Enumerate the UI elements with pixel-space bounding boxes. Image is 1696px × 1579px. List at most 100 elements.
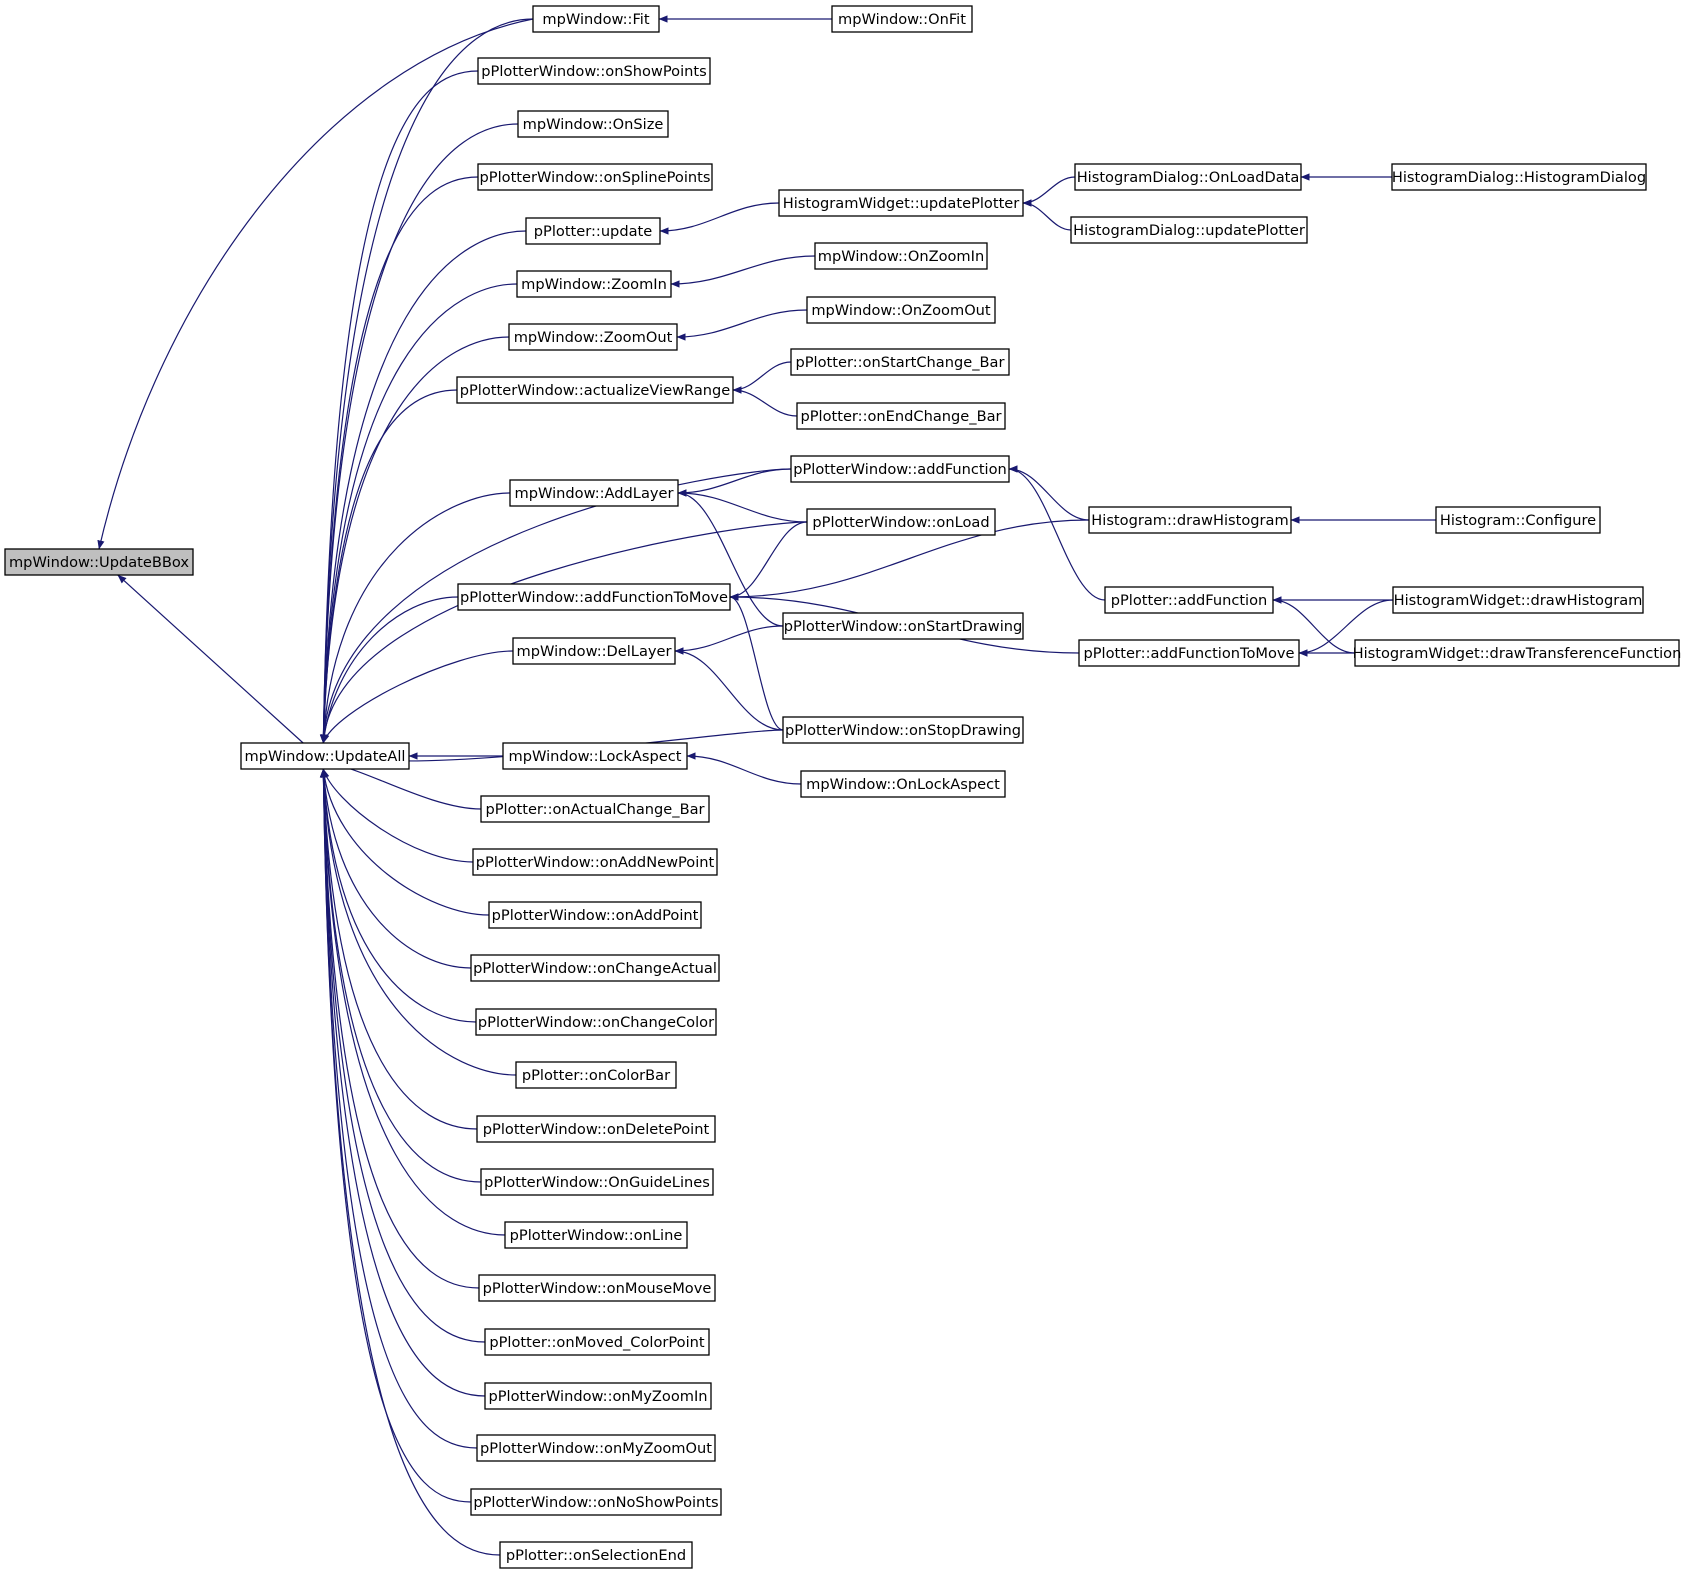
node-box (790, 455, 1010, 483)
node-box (504, 1221, 688, 1249)
node-h-draw-histogram[interactable]: Histogram::drawHistogram (1088, 506, 1292, 534)
node-on-lock-aspect[interactable]: mpWindow::OnLockAspect (800, 770, 1006, 798)
edge-h-draw-histogram-to-ppw-add-function (1008, 465, 1090, 521)
node-label: Histogram::drawHistogram (1091, 512, 1288, 529)
node-box (806, 296, 996, 324)
node-on-zoom-in[interactable]: mpWindow::OnZoomIn (814, 242, 988, 270)
node-on-load[interactable]: pPlotterWindow::onLoad (806, 508, 996, 536)
edge-on-start-drawing-to-del-layer (674, 625, 784, 655)
node-on-start-drawing[interactable]: pPlotterWindow::onStartDrawing (782, 612, 1024, 640)
node-label: pPlotterWindow::onShowPoints (481, 63, 706, 80)
node-box (476, 1115, 716, 1143)
edge-on-size-to-update-all (319, 123, 519, 744)
node-box (502, 742, 688, 770)
node-on-stop-drawing[interactable]: pPlotterWindow::onStopDrawing (782, 716, 1024, 744)
node-box (814, 242, 988, 270)
node-box (778, 189, 1024, 217)
node-on-size[interactable]: mpWindow::OnSize (517, 110, 669, 138)
node-on-add-new-point[interactable]: pPlotterWindow::onAddNewPoint (472, 848, 718, 876)
node-ppw-add-function-to-move[interactable]: pPlotterWindow::addFunctionToMove (457, 583, 731, 611)
node-on-my-zoom-out[interactable]: pPlotterWindow::onMyZoomOut (476, 1434, 716, 1462)
node-label: pPlotterWindow::onChangeColor (478, 1014, 714, 1031)
node-label: mpWindow::Fit (542, 11, 649, 28)
node-pp-add-function[interactable]: pPlotter::addFunction (1104, 586, 1274, 614)
edge-pp-add-function-to-ppw-add-function (1008, 465, 1106, 601)
edge-h-draw-histogram-to-ppw-add-function-to-move (729, 519, 1090, 601)
edge-on-guide-lines-to-update-all (319, 768, 482, 1183)
node-pplotter-update[interactable]: pPlotter::update (525, 217, 661, 245)
node-on-change-color[interactable]: pPlotterWindow::onChangeColor (475, 1008, 717, 1036)
node-on-color-bar[interactable]: pPlotter::onColorBar (515, 1061, 677, 1089)
node-fit[interactable]: mpWindow::Fit (532, 5, 660, 33)
node-actualize-view-range[interactable]: pPlotterWindow::actualizeViewRange (456, 376, 734, 404)
node-on-selection-end[interactable]: pPlotter::onSelectionEnd (499, 1541, 693, 1569)
node-label: HistogramDialog::OnLoadData (1077, 169, 1300, 186)
edge-ppw-add-function-to-add-layer (677, 468, 792, 497)
node-on-add-point[interactable]: pPlotterWindow::onAddPoint (488, 901, 702, 929)
node-hw-update-plotter[interactable]: HistogramWidget::updatePlotter (778, 189, 1024, 217)
node-box (1392, 586, 1644, 614)
edge-del-layer-to-update-all (322, 650, 514, 744)
node-hd-ctor[interactable]: HistogramDialog::HistogramDialog (1391, 163, 1647, 191)
node-update-all[interactable]: mpWindow::UpdateAll (240, 742, 410, 770)
node-label: pPlotter::update (534, 223, 652, 240)
node-on-my-zoom-in[interactable]: pPlotterWindow::onMyZoomIn (484, 1382, 712, 1410)
node-on-change-actual[interactable]: pPlotterWindow::onChangeActual (470, 954, 720, 982)
node-h-configure[interactable]: Histogram::Configure (1435, 506, 1601, 534)
node-label: pPlotterWindow::onMouseMove (483, 1280, 712, 1297)
node-hw-draw-histogram[interactable]: HistogramWidget::drawHistogram (1392, 586, 1644, 614)
node-hw-draw-transference[interactable]: HistogramWidget::drawTransferenceFunctio… (1353, 639, 1682, 667)
node-update-bbox[interactable]: mpWindow::UpdateBBox (4, 548, 194, 576)
node-label: mpWindow::OnLockAspect (806, 776, 1000, 793)
edge-on-change-actual-to-update-all (320, 768, 472, 969)
node-label: Histogram::Configure (1440, 512, 1596, 529)
edge-on-start-drawing-to-add-layer (677, 489, 784, 627)
node-on-fit[interactable]: mpWindow::OnFit (831, 5, 973, 33)
node-box (480, 1168, 714, 1196)
node-on-end-change-bar[interactable]: pPlotter::onEndChange_Bar (796, 402, 1006, 430)
node-pp-add-function-to-move[interactable]: pPlotter::addFunctionToMove (1078, 639, 1300, 667)
edge-fit-to-update-bbox (97, 18, 534, 550)
node-box (512, 637, 676, 665)
edge-zoom-out-to-update-all (319, 336, 510, 744)
node-label: pPlotter::onMoved_ColorPoint (489, 1334, 705, 1351)
node-zoom-out[interactable]: mpWindow::ZoomOut (508, 323, 678, 351)
node-del-layer[interactable]: mpWindow::DelLayer (512, 637, 676, 665)
node-hd-on-load-data[interactable]: HistogramDialog::OnLoadData (1074, 163, 1302, 191)
edge-hw-update-plotter-to-pplotter-update (659, 202, 780, 235)
node-label: pPlotterWindow::onAddPoint (492, 907, 699, 924)
node-on-zoom-out[interactable]: mpWindow::OnZoomOut (806, 296, 996, 324)
node-box (525, 217, 661, 245)
node-label: pPlotter::onSelectionEnd (506, 1547, 686, 1564)
node-label: mpWindow::OnZoomIn (818, 248, 984, 265)
node-on-moved-color-point[interactable]: pPlotter::onMoved_ColorPoint (484, 1328, 710, 1356)
node-label: pPlotter::onColorBar (522, 1067, 670, 1084)
node-add-layer[interactable]: mpWindow::AddLayer (509, 479, 679, 507)
node-label: pPlotter::onEndChange_Bar (800, 408, 1001, 425)
node-on-spline-points[interactable]: pPlotterWindow::onSplinePoints (477, 163, 713, 191)
node-on-mouse-move[interactable]: pPlotterWindow::onMouseMove (478, 1274, 716, 1302)
edge-hd-update-plotter-to-hw-update-plotter (1022, 199, 1072, 231)
node-box (477, 163, 713, 191)
edge-on-add-point-to-update-all (320, 768, 490, 916)
node-label: mpWindow::LockAspect (509, 748, 682, 765)
node-box (4, 548, 194, 576)
node-on-guide-lines[interactable]: pPlotterWindow::OnGuideLines (480, 1168, 714, 1196)
node-ppw-add-function[interactable]: pPlotterWindow::addFunction (790, 455, 1010, 483)
node-hd-update-plotter[interactable]: HistogramDialog::updatePlotter (1070, 216, 1308, 244)
node-on-no-show-points[interactable]: pPlotterWindow::onNoShowPoints (470, 1488, 722, 1516)
node-lock-aspect[interactable]: mpWindow::LockAspect (502, 742, 688, 770)
node-zoom-in[interactable]: mpWindow::ZoomIn (516, 270, 672, 298)
node-on-start-change-bar[interactable]: pPlotter::onStartChange_Bar (790, 348, 1010, 376)
node-on-delete-point[interactable]: pPlotterWindow::onDeletePoint (476, 1115, 716, 1143)
node-box (516, 270, 672, 298)
edge-on-stop-drawing-to-ppw-add-function-to-move (729, 593, 784, 731)
node-label: mpWindow::UpdateBBox (9, 554, 189, 571)
node-on-actual-change-bar[interactable]: pPlotter::onActualChange_Bar (480, 795, 710, 823)
edge-on-load-to-add-layer (677, 489, 808, 523)
node-on-line[interactable]: pPlotterWindow::onLine (504, 1221, 688, 1249)
edge-on-zoom-out-to-zoom-out (676, 309, 808, 341)
node-label: pPlotter::onStartChange_Bar (795, 354, 1004, 371)
node-on-show-points[interactable]: pPlotterWindow::onShowPoints (477, 57, 711, 85)
